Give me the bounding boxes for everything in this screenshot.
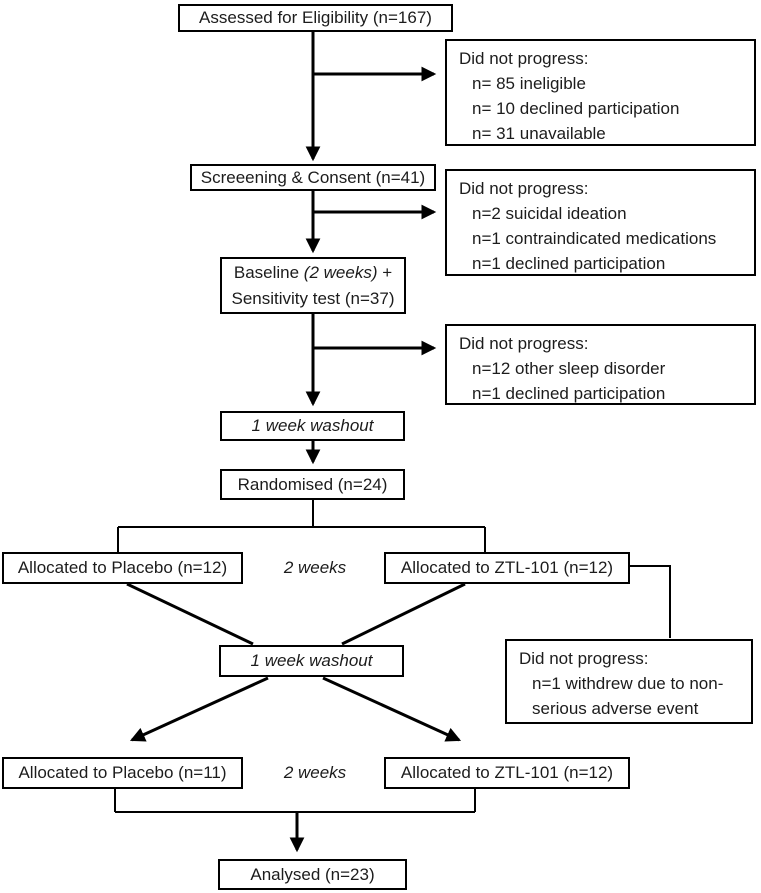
arrow-washout-to-placebo-2 (129, 676, 269, 742)
randomised-label: Randomised (n=24) (237, 474, 388, 494)
line-randomised-split (117, 500, 486, 552)
baseline-line1: Baseline (2 weeks) + (234, 260, 392, 286)
dropout-box-3: Did not progress: n=12 other sleep disor… (445, 324, 756, 405)
dropout-1-item: n= 85 ineligible (472, 74, 586, 93)
line-ztl101-to-washout (341, 582, 466, 646)
period-2-label: 2 weeks (283, 763, 347, 782)
line-placebo-to-washout (126, 582, 254, 646)
dropout-1-item: n= 31 unavailable (472, 124, 606, 143)
dropout-3-item: n=1 declined participation (472, 384, 666, 403)
washout-1-box: 1 week washout (220, 411, 405, 441)
washout-1-label: 1 week washout (251, 416, 374, 435)
washout-2-box: 1 week washout (219, 645, 404, 677)
dropout-3-item: n=12 other sleep disorder (472, 359, 666, 378)
period-1-label: 2 weeks (283, 558, 347, 577)
dropout-1-title: Did not progress: (459, 49, 589, 68)
dropout-1-item: n= 10 declined participation (472, 99, 680, 118)
screening-box: Screeening & Consent (n=41) (190, 164, 436, 191)
baseline-text-post: + (377, 262, 393, 282)
line-analysed-join (114, 789, 476, 813)
dropout-4-item: serious adverse event (532, 699, 699, 718)
baseline-box: Baseline (2 weeks) + Sensitivity test (n… (220, 257, 406, 314)
allocated-placebo-1-label: Allocated to Placebo (n=12) (17, 558, 228, 577)
dropout-2-item: n=1 declined participation (472, 254, 666, 273)
arrow-washout-to-ztl101-2 (322, 676, 462, 742)
allocated-placebo-1-box: Allocated to Placebo (n=12) (2, 552, 243, 584)
dropout-2-item: n=1 contraindicated medications (472, 229, 717, 248)
dropout-box-4: Did not progress: n=1 withdrew due to no… (505, 639, 753, 724)
dropout-2-title: Did not progress: (459, 179, 589, 198)
line-ztl101-to-dropout-4 (630, 565, 671, 638)
randomised-box: Randomised (n=24) (220, 469, 405, 500)
screening-label: Screeening & Consent (n=41) (200, 167, 426, 187)
analysed-box: Analysed (n=23) (218, 859, 407, 890)
dropout-4-title: Did not progress: (519, 649, 649, 668)
allocated-ztl101-2-label: Allocated to ZTL-101 (n=12) (400, 763, 614, 782)
allocated-placebo-2-label: Allocated to Placebo (n=11) (18, 763, 227, 782)
allocated-ztl101-1-box: Allocated to ZTL-101 (n=12) (384, 552, 630, 584)
assessed-box: Assessed for Eligibility (n=167) (178, 4, 453, 32)
baseline-text-italic: (2 weeks) (303, 262, 378, 282)
dropout-box-1: Did not progress: n= 85 ineligible n= 10… (445, 39, 756, 146)
dropout-2-item: n=2 suicidal ideation (472, 204, 627, 223)
allocated-placebo-2-box: Allocated to Placebo (n=11) (2, 757, 243, 789)
baseline-text-pre: Baseline (233, 262, 304, 282)
washout-2-label: 1 week washout (250, 651, 373, 670)
dropout-4-item: n=1 withdrew due to non- (532, 674, 724, 693)
dropout-3-title: Did not progress: (459, 334, 589, 353)
dropout-box-2: Did not progress: n=2 suicidal ideation … (445, 169, 756, 276)
allocated-ztl101-2-box: Allocated to ZTL-101 (n=12) (384, 757, 630, 789)
analysed-label: Analysed (n=23) (250, 864, 375, 884)
assessed-label: Assessed for Eligibility (n=167) (199, 8, 432, 27)
baseline-line2: Sensitivity test (n=37) (231, 288, 395, 308)
allocated-ztl101-1-label: Allocated to ZTL-101 (n=12) (400, 558, 614, 577)
